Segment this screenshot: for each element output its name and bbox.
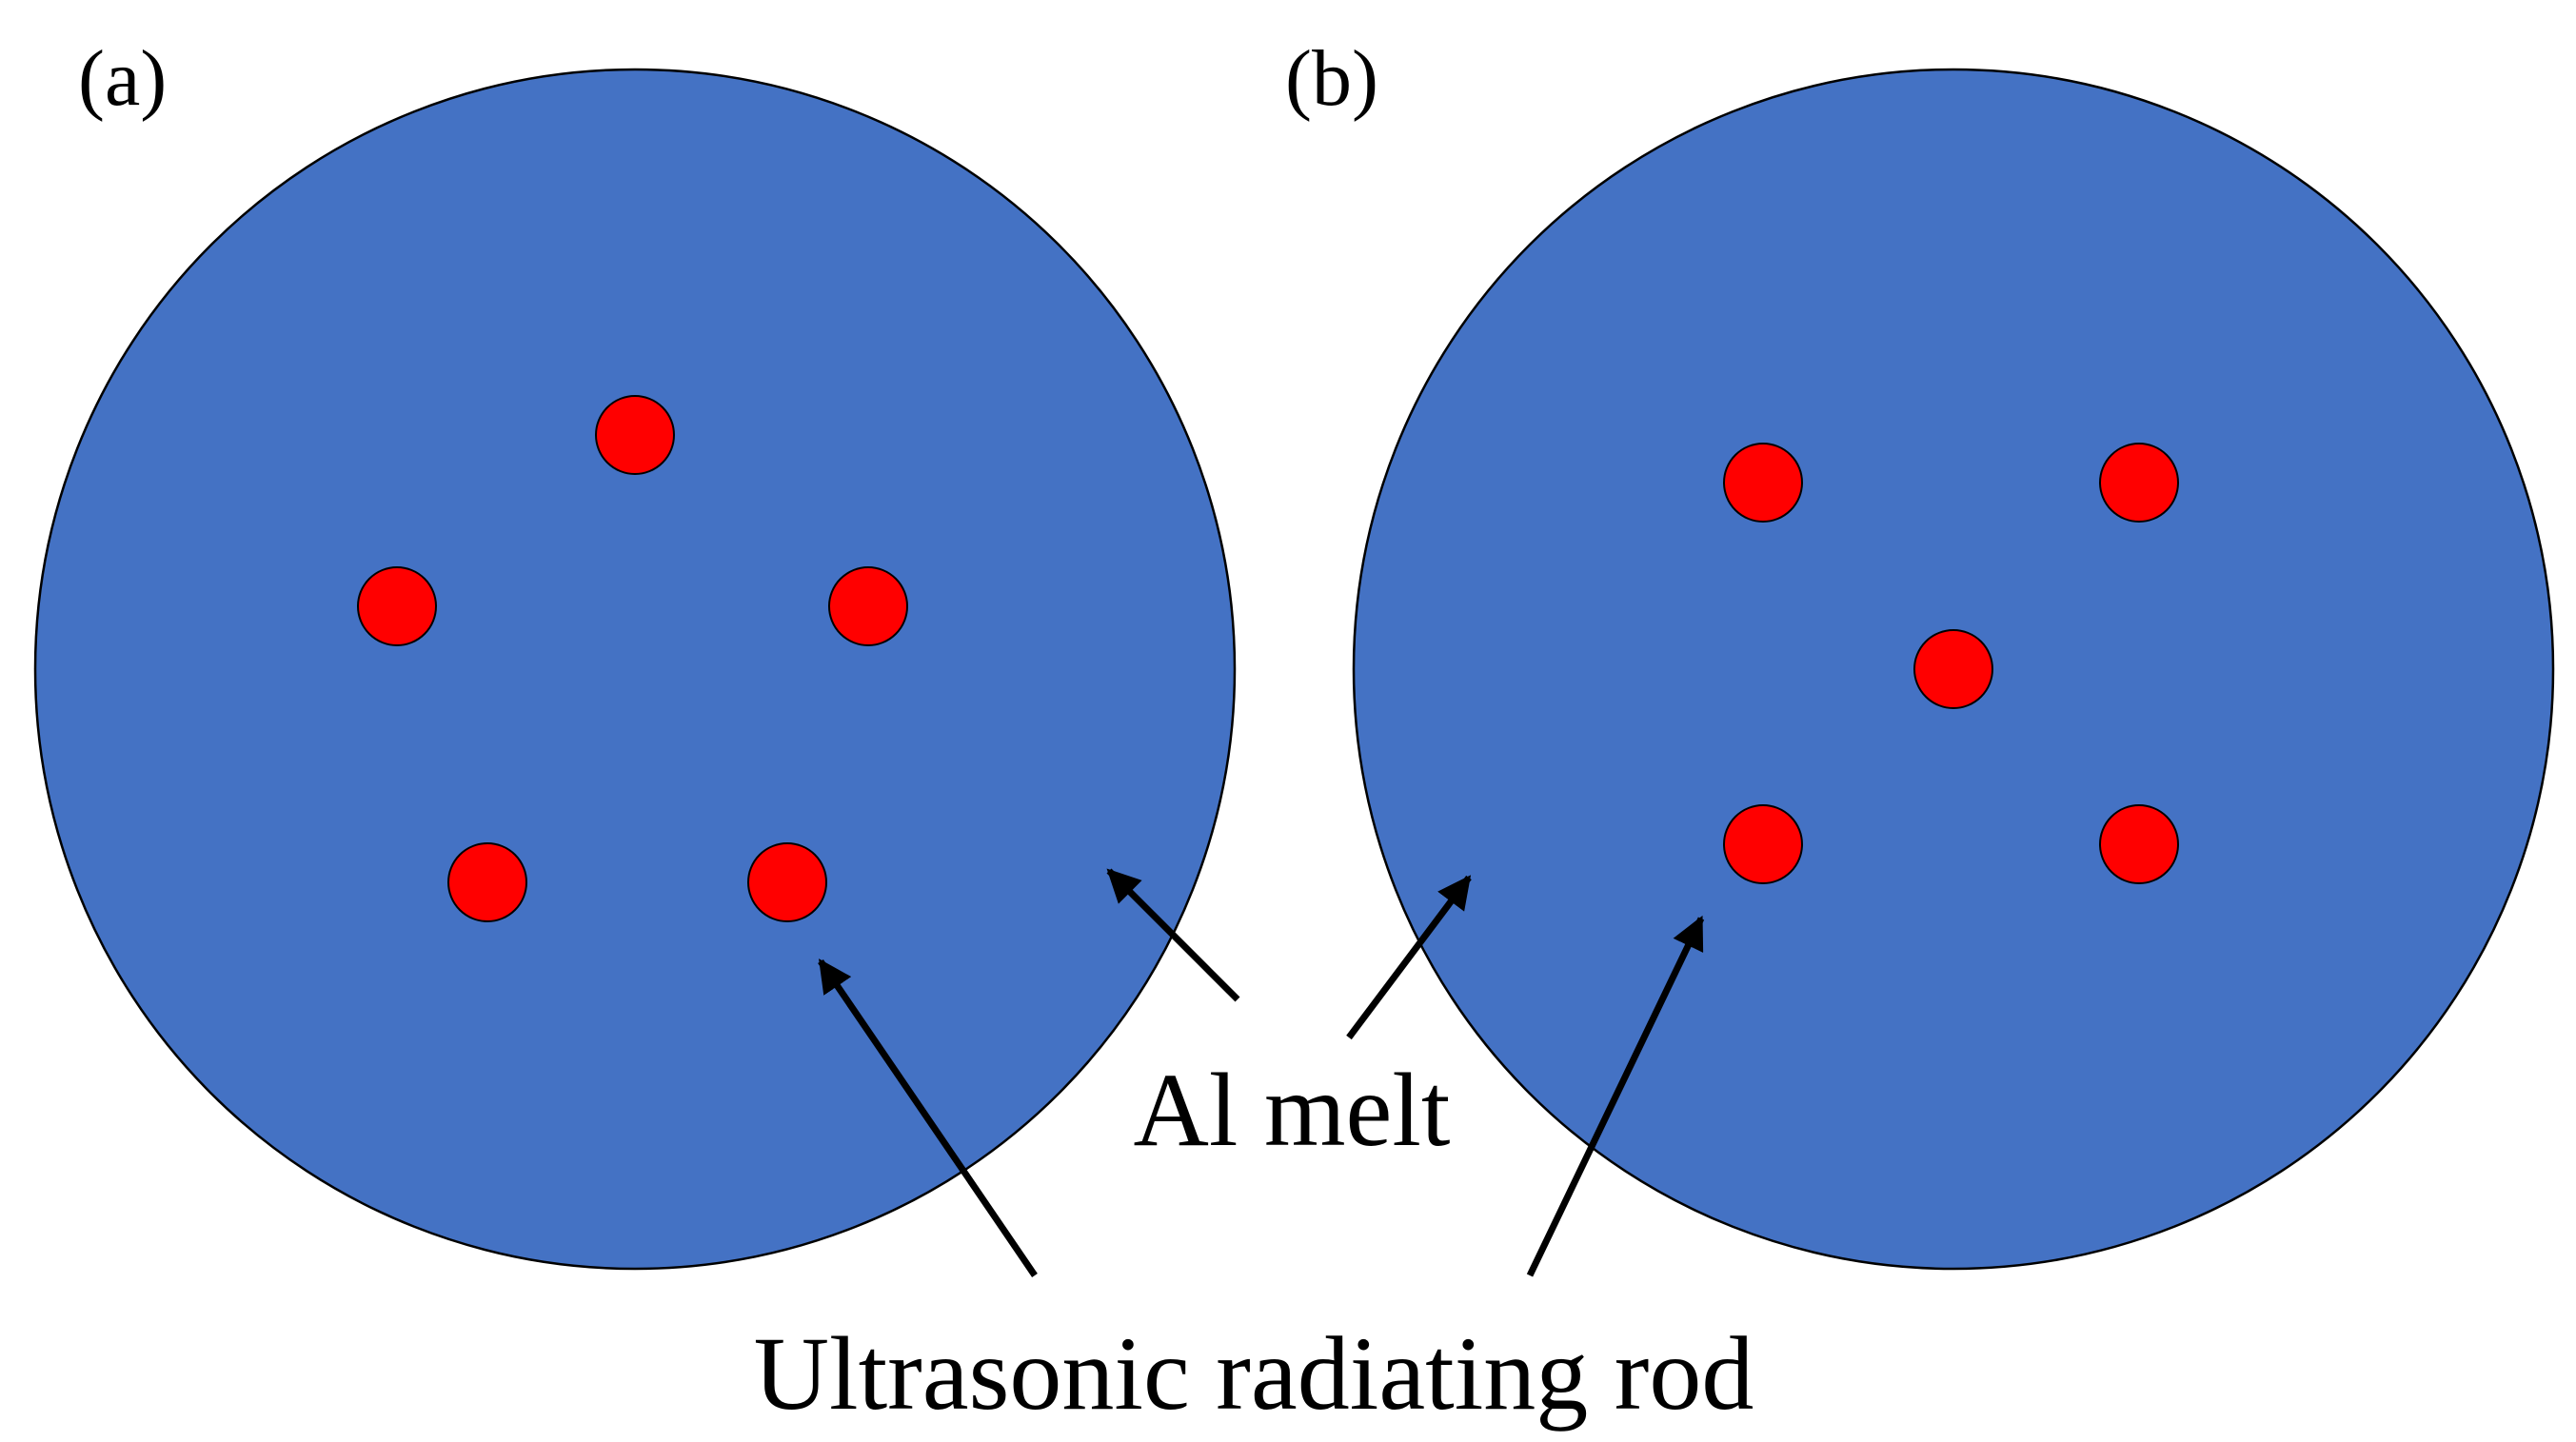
radiating-rod-b-5	[2099, 804, 2179, 884]
melt-arrow-b	[1346, 875, 1472, 1040]
rod-arrow-a	[818, 958, 1038, 1277]
melt-arrow-a	[1106, 868, 1240, 1002]
panel-label-b: (b)	[1285, 34, 1378, 123]
radiating-rod-b-1	[1723, 443, 1803, 523]
radiating-rod-b-4	[1723, 804, 1803, 884]
rod-arrow-b	[1526, 915, 1705, 1277]
radiating-rod-a-2	[357, 566, 437, 646]
callout-arrows	[818, 868, 1705, 1277]
radiating-rod-a-4	[447, 842, 527, 922]
radiating-rod-a-5	[747, 842, 827, 922]
radiating-rod-a-3	[828, 566, 908, 646]
al-melt-circle-a	[33, 68, 1237, 1271]
al-melt-label: Al melt	[1133, 1052, 1450, 1168]
ultrasonic-rod-label: Ultrasonic radiating rod	[754, 1315, 1754, 1432]
radiating-rod-b-3	[1913, 629, 1993, 709]
panel-label-a: (a)	[78, 34, 167, 123]
panel-b: (b)	[1285, 34, 2555, 1271]
panel-a: (a)	[33, 34, 1237, 1271]
radiating-rod-b-2	[2099, 443, 2179, 523]
radiating-rod-a-1	[595, 395, 675, 475]
